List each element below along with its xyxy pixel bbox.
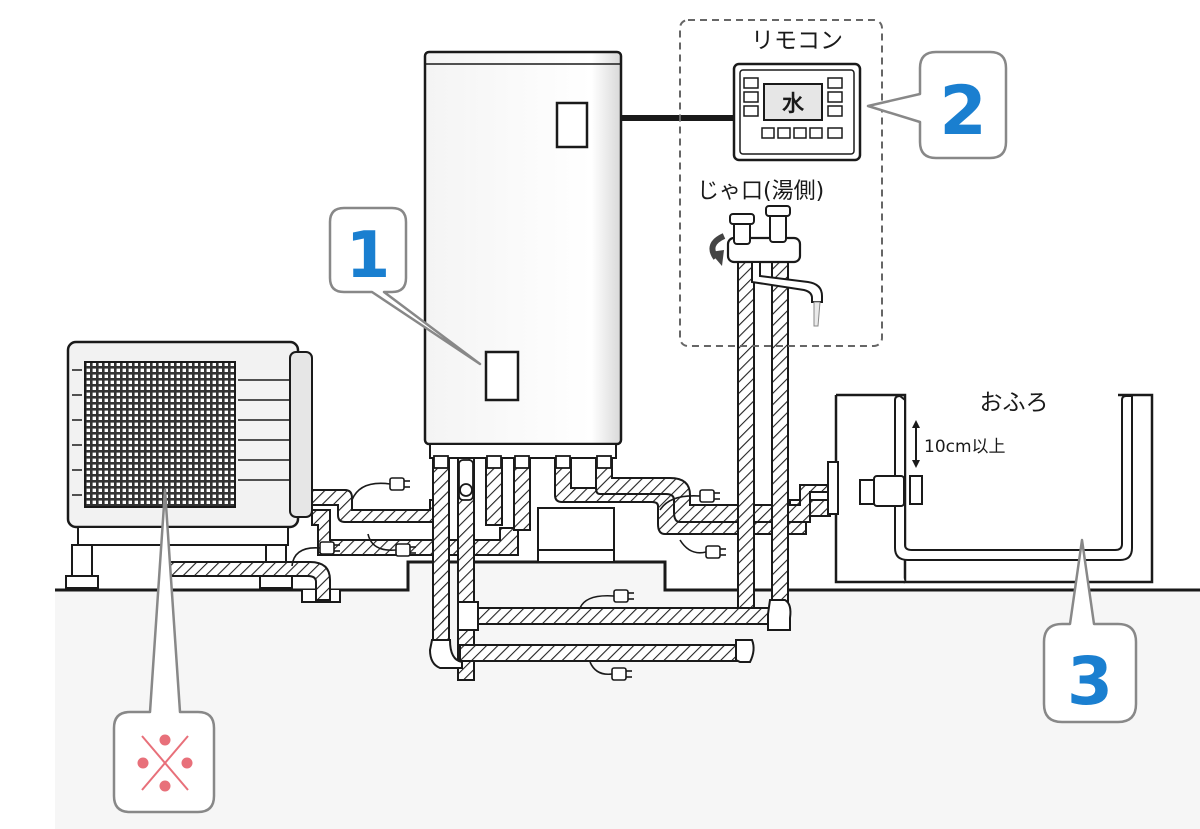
power-plugs xyxy=(291,482,707,676)
faucet-label: じゃ口(湯側) xyxy=(697,179,824,204)
pipes xyxy=(167,261,861,681)
bath-height-label: 10cm以上 xyxy=(924,437,1006,457)
remote-label: リモコン xyxy=(751,28,843,54)
prohibition-dots-icon xyxy=(137,734,193,792)
remote-controller: 水 xyxy=(732,62,862,162)
tank-unit xyxy=(423,50,623,563)
faucet xyxy=(709,205,823,327)
pipe-elbows xyxy=(428,599,792,669)
callout-3: 3 xyxy=(1042,538,1138,724)
plug-heads xyxy=(319,477,721,681)
callout-3-number: 3 xyxy=(1067,643,1113,720)
callout-2: 2 xyxy=(866,50,1008,160)
callout-warning xyxy=(112,488,216,814)
callout-2-number: 2 xyxy=(939,72,986,151)
callout-1-number: 1 xyxy=(346,219,391,293)
plug-prongs xyxy=(334,480,726,678)
bath-label: おふろ xyxy=(980,390,1049,416)
remote-display-text: 水 xyxy=(782,92,805,117)
bathtub xyxy=(827,393,1154,584)
remote-faucet-frame xyxy=(679,19,883,347)
outdoor-unit xyxy=(65,340,313,589)
callout-1: 1 xyxy=(328,206,482,366)
